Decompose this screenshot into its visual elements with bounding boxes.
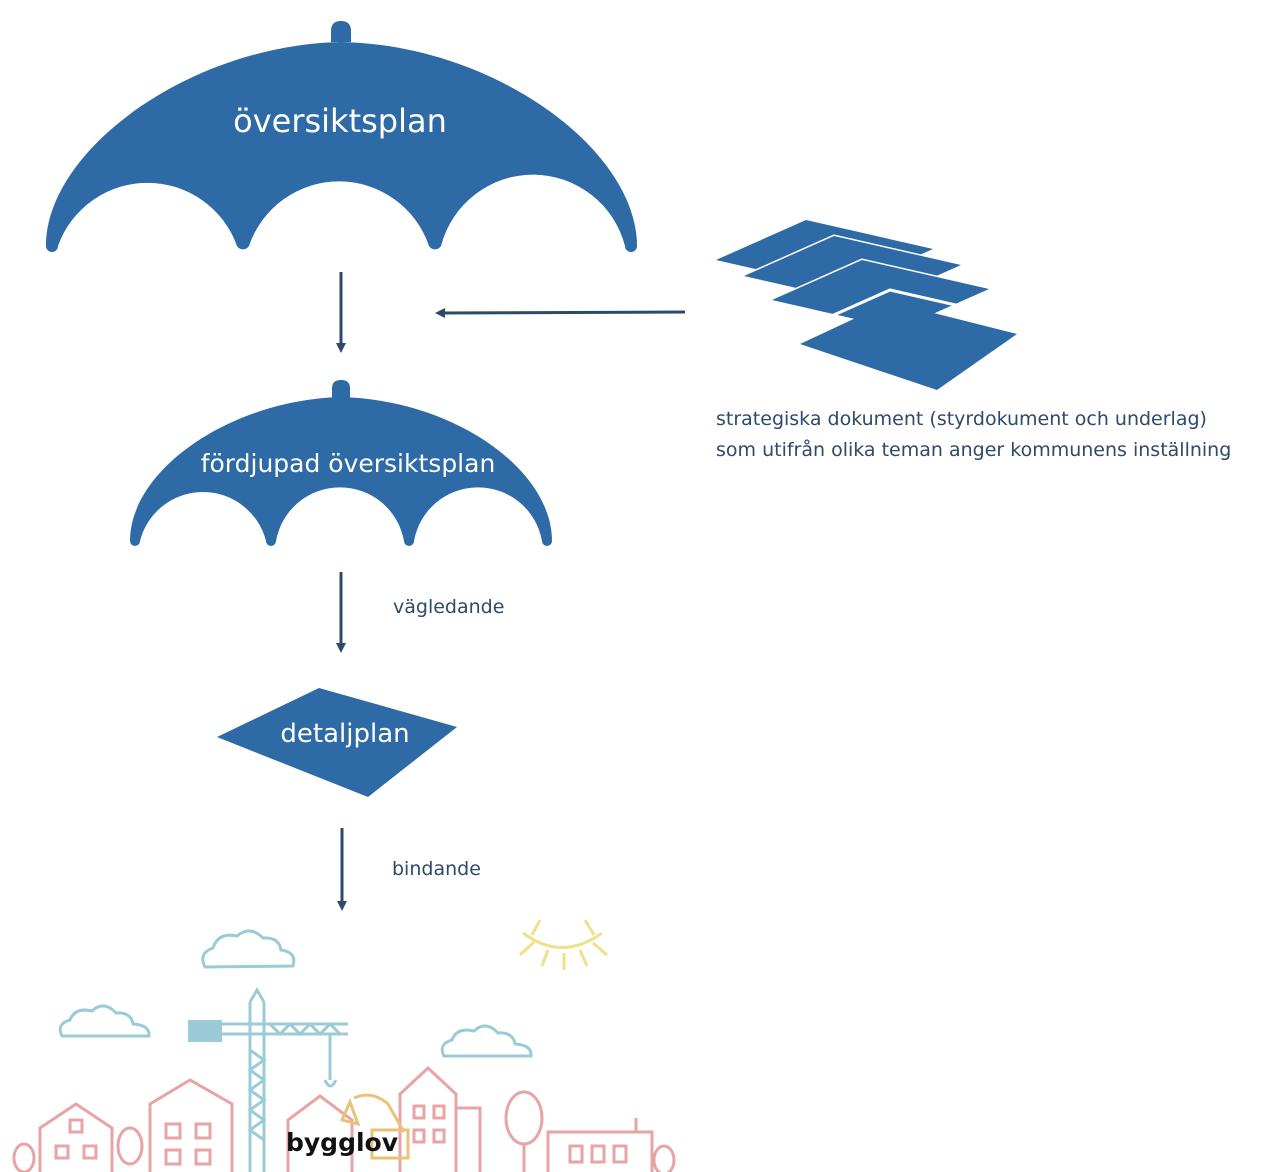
detaljplan-label: detaljplan [280,719,409,749]
cloud-icon [440,1024,533,1058]
city-illustration: bygglov [12,919,676,1172]
cloud-icon [58,1004,151,1038]
crane-icon [188,987,348,1172]
excavator-icon [339,1093,410,1160]
fordjupad-label: fördjupad översiktsplan [201,449,496,478]
umbrella-tip [331,21,351,42]
oversiktsplan-label: översiktsplan [233,102,447,140]
detaljplan-shape [217,688,457,797]
arrow-documents-to-plan [435,307,686,318]
houses [12,1065,676,1172]
detaljplan-sheet: detaljplan [217,688,457,797]
edge-label-vagledande: vägledande [393,596,504,618]
document-sheet [800,302,1017,390]
bygglov-label: bygglov [286,1128,398,1157]
cloud-icon [201,929,296,969]
umbrella-canopy [130,397,552,546]
document-sheet-edge [799,288,1018,332]
umbrella-canopy [46,42,637,252]
fordjupad-umbrella: fördjupad översiktsplan [130,380,552,546]
documents-caption-line2: som utifrån olika teman anger kommunens … [716,438,1231,461]
sun-icon [518,919,608,970]
documents-caption-line1: strategiska dokument (styrdokument och u… [716,408,1207,430]
umbrella-tip [332,380,350,398]
document-stack [716,220,1018,390]
edge-label-bindande: bindande [392,858,481,880]
crane-cab [188,1020,222,1042]
oversiktsplan-umbrella: översiktsplan [46,21,637,252]
